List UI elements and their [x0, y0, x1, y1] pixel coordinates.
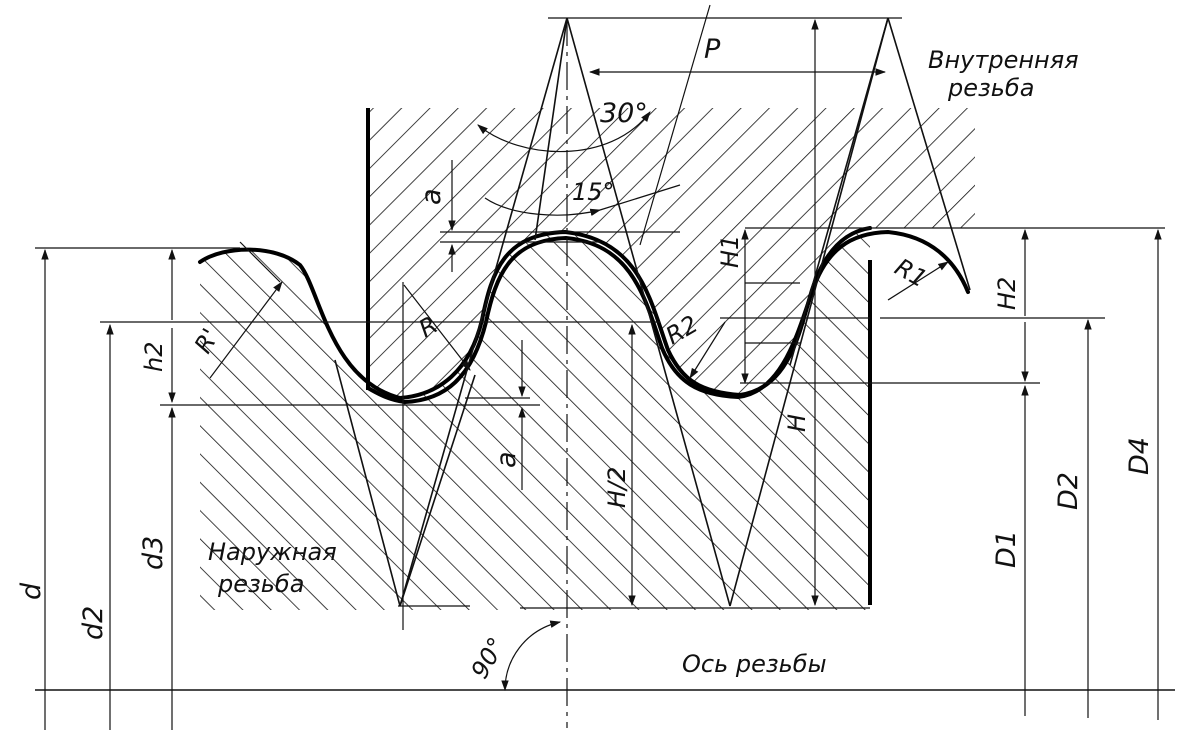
H-half-label: H/2: [603, 467, 631, 508]
internal-thread-body: [368, 108, 975, 398]
angle-15-tail: [599, 184, 681, 211]
H2-label: H2: [993, 277, 1021, 310]
construction-line-8: [399, 374, 476, 607]
angle-15-label: 15°: [572, 178, 615, 206]
construction-line-3: [729, 17, 889, 607]
construction-line-4: [887, 17, 971, 291]
internal-thread-label-line1: Внутренняя: [928, 46, 1079, 74]
H1-label: H1: [716, 235, 744, 268]
angle-30-label: 30°: [600, 98, 648, 129]
flank-angle-line: [639, 4, 711, 246]
external-thread-label-line1: Наружная: [208, 538, 337, 566]
h2-label: h2: [140, 342, 168, 372]
D1-label: D1: [991, 530, 1022, 568]
angle-90-arc: [501, 620, 562, 692]
thread-axis-label: Ось резьбы: [682, 650, 827, 678]
angle-30-arc: [477, 111, 651, 153]
H-label: H: [783, 414, 811, 432]
d2-label: d2: [78, 606, 109, 640]
external-thread-label-line2: резьба: [217, 570, 304, 598]
internal-thread-profile: [366, 230, 970, 404]
internal-thread-label-line2: резьба: [947, 74, 1034, 102]
construction-line-6: [334, 359, 401, 607]
a-bottom-label: a: [491, 451, 522, 468]
R1-radius-arrow: [887, 261, 949, 301]
R2-radius-arrow: [689, 321, 726, 379]
d-label: d: [16, 582, 47, 600]
R1-label: R1: [890, 253, 932, 293]
angle-90-label: 90°: [466, 633, 512, 684]
d3-label: d3: [138, 536, 169, 570]
construction-line-7: [789, 17, 889, 366]
R-radius-arrow: [403, 284, 471, 371]
pitch-label: P: [704, 34, 721, 65]
external-thread-body: [200, 228, 870, 610]
R-prime-cross: [239, 241, 281, 283]
angle-15-arc: [484, 197, 602, 217]
a-top-label: a: [416, 188, 447, 205]
R-prime-radius-arrow: [209, 281, 283, 379]
D4-label: D4: [1124, 437, 1155, 475]
D2-label: D2: [1053, 472, 1084, 510]
